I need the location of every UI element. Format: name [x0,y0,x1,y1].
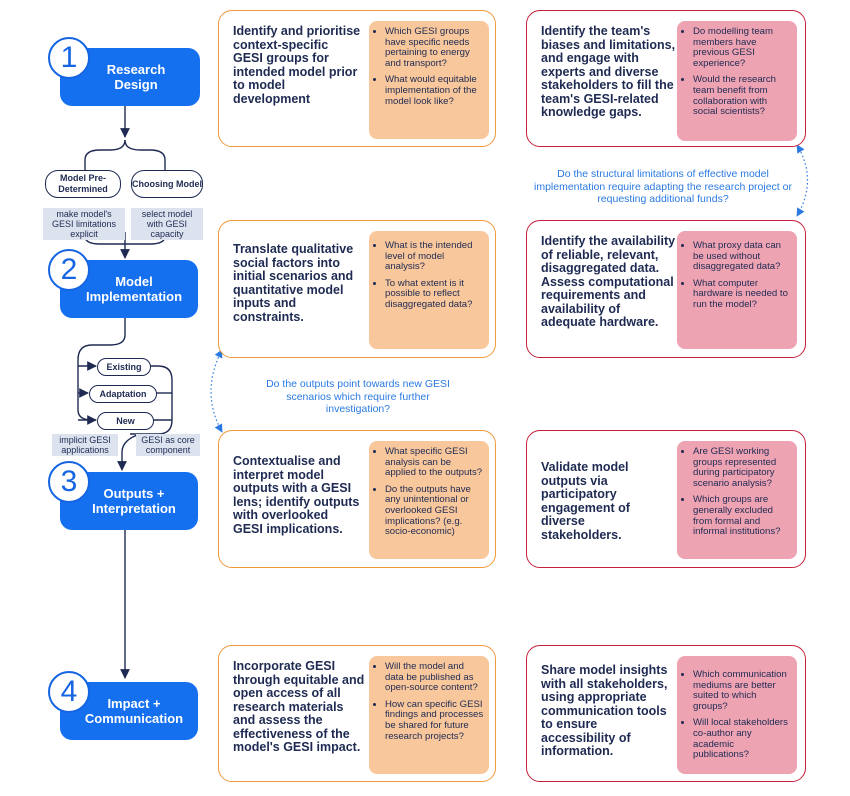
stage-impact-communication: Impact + Communication [60,682,198,740]
card-questions: Which GESI groups have specific needs pe… [369,21,489,139]
card-questions: Will the model and data be published as … [369,656,489,774]
card-validate-outputs: Validate model outputs via participatory… [526,430,806,568]
card-questions: Are GESI working groups represented duri… [677,441,797,559]
card-description: Contextualise and interpret model output… [233,454,360,536]
card-share-insights: Share model insights with all stakeholde… [526,645,806,782]
question-item: What proxy data can be used without disa… [693,240,792,273]
question-item: What specific GESI analysis can be appli… [385,446,484,479]
question-item: Do the outputs have any unintentional or… [385,484,484,538]
implicit-gesi-note: implicit GESI applications [52,434,118,456]
question-item: Will local stakeholders co-author any ac… [693,718,792,760]
card-team-biases: Identify the team's biases and limitatio… [526,10,806,147]
question-item: Which groups are generally excluded from… [693,495,792,537]
question-item: Are GESI working groups represented duri… [693,446,792,489]
card-contextualise-outputs: Contextualise and interpret model output… [218,430,496,568]
card-description: Incorporate GESI through equitable and o… [233,659,365,754]
card-questions: Do modelling team members have previous … [677,21,797,141]
stage-label: Impact + Communication [84,696,184,726]
choosing-model-option: Choosing Model [131,170,203,198]
question-item: Which GESI groups have specific needs pe… [385,26,484,69]
question-item: What computer hardware is needed to run … [693,278,792,311]
card-description: Identify the availability of reliable, r… [541,234,676,329]
gesi-core-note: GESI as core component [136,434,200,456]
card-description: Share model insights with all stakeholde… [541,663,668,758]
card-open-access: Incorporate GESI through equitable and o… [218,645,496,782]
card-research-groups: Identify and prioritise context-specific… [218,10,496,147]
existing-option: Existing [97,358,151,376]
card-translate-factors: Translate qualitative social factors int… [218,220,496,358]
question-item: What would equitable implementation of t… [385,75,484,107]
question-item: Would the research team benefit from col… [693,75,792,117]
feedback-question-left: Do the outputs point towards new GESI sc… [266,378,450,415]
stage-label: Research Design [106,62,166,92]
stage-number-1: 1 [48,37,90,79]
card-description: Identify the team's biases and limitatio… [541,24,676,119]
connector-split-1 [84,139,126,170]
card-description: Identify and prioritise context-specific… [233,24,361,106]
question-item: Will the model and data be published as … [385,661,484,694]
card-data-availability: Identify the availability of reliable, r… [526,220,806,358]
question-item: What is the intended level of model anal… [385,240,484,273]
feedback-loop-left [210,349,223,433]
stage-number-4: 4 [48,671,90,713]
stage-label: Model Implementation [85,274,183,304]
card-questions: Which communication mediums are better s… [677,656,797,774]
question-item: Do modelling team members have previous … [693,26,792,69]
card-description: Validate model outputs via participatory… [541,460,630,542]
choosing-note: select model with GESI capacity [131,208,203,240]
question-item: Which communication mediums are better s… [693,669,792,712]
connector-split-2 [124,139,166,170]
new-option: New [97,412,154,430]
question-item: To what extent is it possible to reflect… [385,278,484,311]
feedback-question-right: Do the structural limitations of effecti… [534,168,792,205]
connector-stage2-down [77,318,126,421]
card-questions: What specific GESI analysis can be appli… [369,441,489,559]
card-questions: What proxy data can be used without disa… [677,231,797,349]
stage-model-implementation: Model Implementation [60,260,198,318]
predetermined-note: make model's GESI limitations explicit [43,208,125,240]
connector-from-existing [130,365,173,435]
stage-number-3: 3 [48,461,90,503]
card-questions: What is the intended level of model anal… [369,231,489,349]
model-predetermined-option: Model Pre-Determined [45,170,121,198]
question-item: How can specific GESI findings and proce… [385,699,484,742]
stage-number-2: 2 [48,249,90,291]
adaptation-option: Adaptation [89,385,157,403]
feedback-loop-right [796,144,808,217]
card-description: Translate qualitative social factors int… [233,242,354,324]
stage-label: Outputs + Interpretation [92,486,176,516]
